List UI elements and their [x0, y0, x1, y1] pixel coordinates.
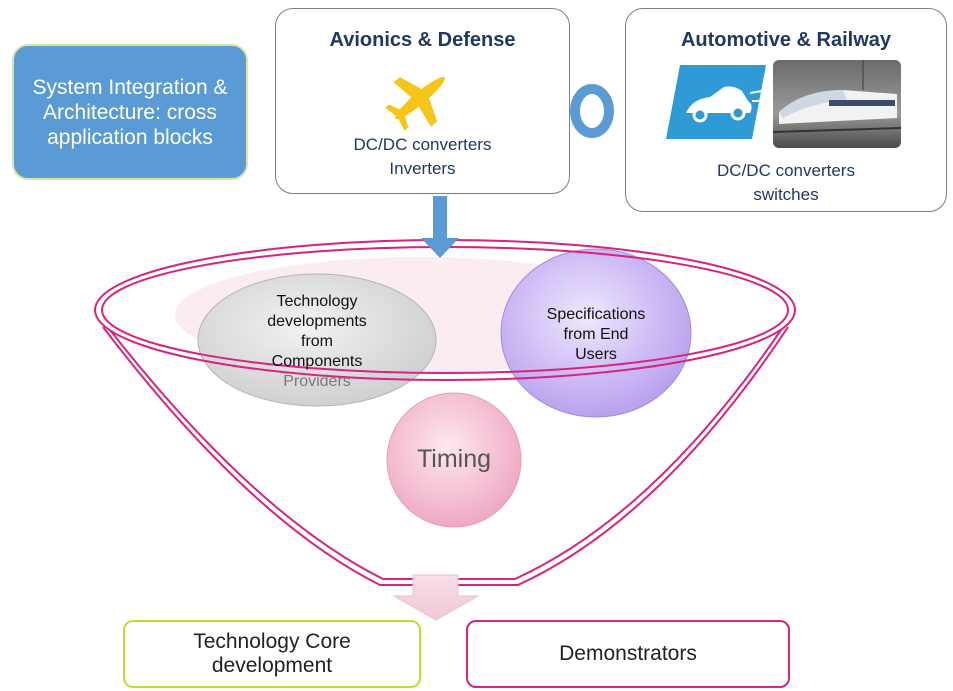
specifications-bubble [500, 248, 692, 418]
timing-bubble [386, 392, 522, 528]
avionics-line-2: Inverters [389, 159, 456, 178]
system-integration-box: System Integration & Architecture: cross… [12, 44, 248, 180]
down-arrow-icon [421, 196, 459, 258]
technology-line-2: developments [267, 313, 367, 330]
avionics-card: Avionics & Defense DC/DC converters Inve… [275, 8, 570, 194]
timing-label: Timing [416, 445, 492, 473]
specifications-line-2: from End [563, 326, 629, 343]
train-icon [773, 60, 901, 148]
technology-line-1: Technology [276, 293, 358, 310]
technology-bubble [197, 273, 437, 407]
avionics-title: Avionics & Defense [329, 29, 516, 51]
technology-bubble-text: Technology developments from Components … [227, 292, 407, 392]
automotive-card: Automotive & Railway DC/DC converters sw… [625, 8, 947, 212]
automotive-line-1: DC/DC converters [717, 161, 855, 180]
specifications-line-3: Users [575, 346, 617, 363]
automotive-title: Automotive & Railway [680, 29, 892, 51]
demonstrators-label: Demonstrators [559, 642, 697, 665]
specifications-line-1: Specifications [546, 306, 646, 323]
avionics-line-1: DC/DC converters [353, 135, 492, 154]
technology-core-line-1: Technology Core [193, 630, 351, 653]
link-ring-icon [570, 84, 614, 138]
specifications-bubble-text: Specifications from End Users [511, 305, 681, 365]
car-icon [666, 65, 766, 139]
technology-line-4: Components [271, 353, 363, 370]
system-integration-label: System Integration & Architecture: cross… [32, 75, 228, 149]
technology-line-5: Providers [283, 373, 351, 390]
technology-line-3: from [301, 333, 333, 350]
output-arrow-icon [392, 574, 480, 621]
automotive-line-2: switches [753, 185, 819, 204]
technology-core-box: Technology Core development [123, 620, 421, 688]
technology-core-line-2: development [211, 654, 333, 677]
airplane-icon [385, 76, 445, 131]
demonstrators-box: Demonstrators [466, 620, 790, 688]
